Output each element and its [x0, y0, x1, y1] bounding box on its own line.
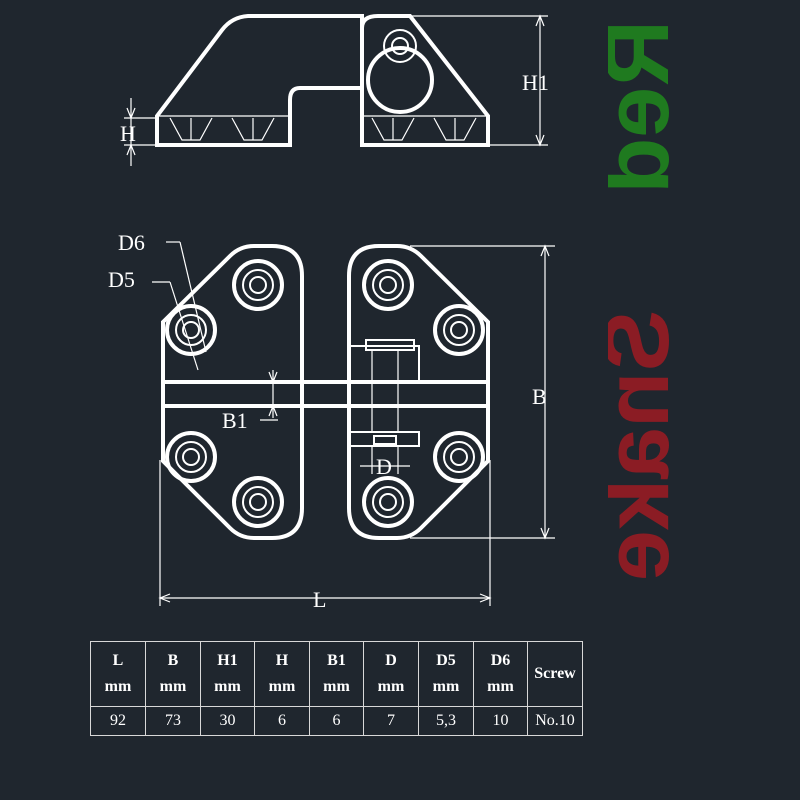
- screw-hole: [362, 259, 414, 311]
- top-view: D6 D5 B B1 D: [108, 230, 555, 612]
- dim-d: [360, 446, 410, 474]
- spec-value-d6: 10: [473, 706, 528, 736]
- side-view-countersinks: [169, 117, 477, 141]
- screw-hole: [232, 476, 284, 528]
- side-view-right-leaf: [360, 14, 490, 147]
- spec-header-screw: Screw: [527, 641, 583, 707]
- dim-h1: [410, 14, 548, 147]
- logo-text-red: Red: [608, 20, 688, 194]
- spec-value-h: 6: [254, 706, 310, 736]
- spec-value-b: 73: [145, 706, 201, 736]
- dim-label-h: H: [120, 121, 136, 146]
- screw-hole: [232, 259, 284, 311]
- spec-value-screw: No.10: [527, 706, 583, 736]
- side-view-pin-inner: [383, 29, 417, 63]
- screw-hole: [362, 476, 414, 528]
- spec-value-d5: 5,3: [418, 706, 474, 736]
- dim-b: [410, 244, 555, 540]
- redsnake-logo: Red Snake: [608, 20, 688, 581]
- spec-table-value-row: 92 73 30 6 6 7 5,3 10 No.10: [90, 706, 583, 736]
- side-view-pin-outer: [366, 46, 434, 114]
- dim-h: [124, 98, 157, 166]
- dim-label-h1: H1: [522, 70, 549, 95]
- dim-label-l: L: [313, 587, 326, 612]
- dim-label-b1: B1: [222, 408, 248, 433]
- top-view-left-leaf: [161, 244, 304, 540]
- spec-value-d: 7: [363, 706, 419, 736]
- screw-hole: [433, 431, 485, 483]
- spec-value-h1: 30: [200, 706, 255, 736]
- dim-b1: [260, 370, 278, 421]
- side-view: H1 H: [120, 14, 549, 166]
- spec-value-l: 92: [90, 706, 146, 736]
- logo-text-snake: Snake: [608, 310, 688, 581]
- top-view-screw-holes: [165, 259, 485, 528]
- top-view-pin-slot: [348, 431, 420, 447]
- screw-hole: [165, 431, 217, 483]
- top-view-right-leaf: [347, 244, 490, 540]
- side-view-left-leaf: [155, 14, 364, 147]
- top-view-knuckle: [348, 345, 420, 383]
- top-view-crossbar: [161, 380, 490, 408]
- side-view-pin-core: [391, 37, 409, 55]
- dim-l: [158, 460, 492, 606]
- dim-label-b: B: [532, 384, 547, 409]
- dim-label-d5: D5: [108, 267, 135, 292]
- screw-hole: [433, 304, 485, 356]
- dim-label-d6: D6: [118, 230, 145, 255]
- dim-label-d: D: [376, 454, 392, 479]
- spec-value-b1: 6: [309, 706, 364, 736]
- screw-hole: [165, 304, 217, 356]
- leader-d6-d5: [152, 241, 207, 371]
